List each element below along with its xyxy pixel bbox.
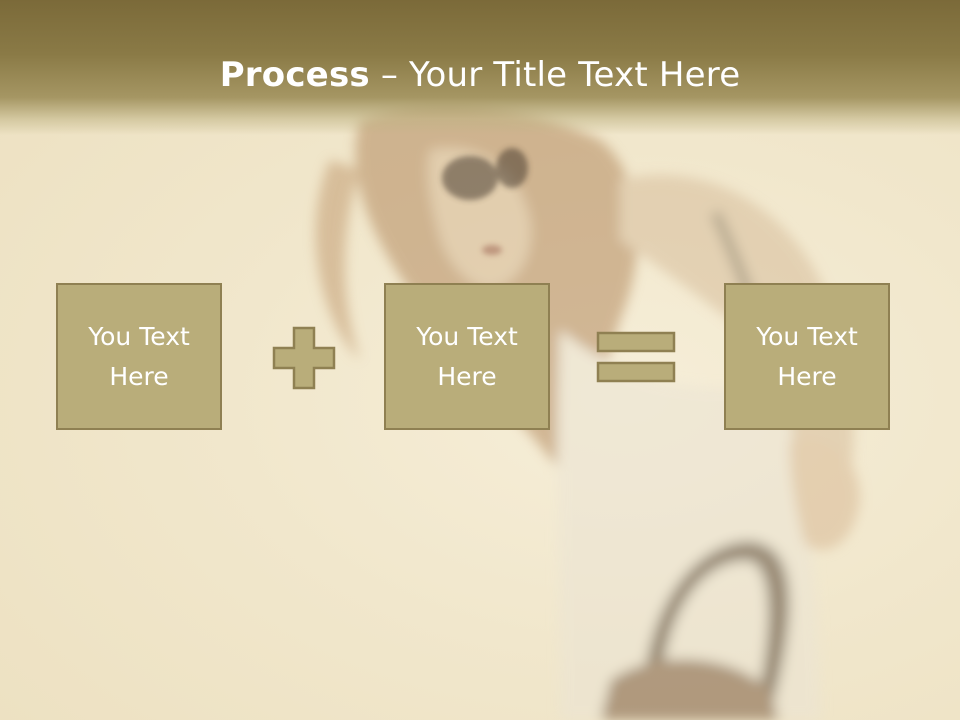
equals-icon (596, 331, 676, 383)
plus-icon (272, 326, 336, 390)
process-box-3: You Text Here (724, 283, 890, 430)
title-rest: – Your Title Text Here (369, 55, 741, 95)
title-bold: Process (219, 55, 370, 95)
title-bar: Process – Your Title Text Here (0, 0, 960, 135)
process-box-1: You Text Here (56, 283, 222, 430)
process-box-1-text: You Text Here (88, 321, 190, 391)
process-box-2: You Text Here (384, 283, 550, 430)
process-box-3-text: You Text Here (756, 321, 858, 391)
slide-title: Process – Your Title Text Here (0, 50, 960, 100)
process-box-2-text: You Text Here (416, 321, 518, 391)
